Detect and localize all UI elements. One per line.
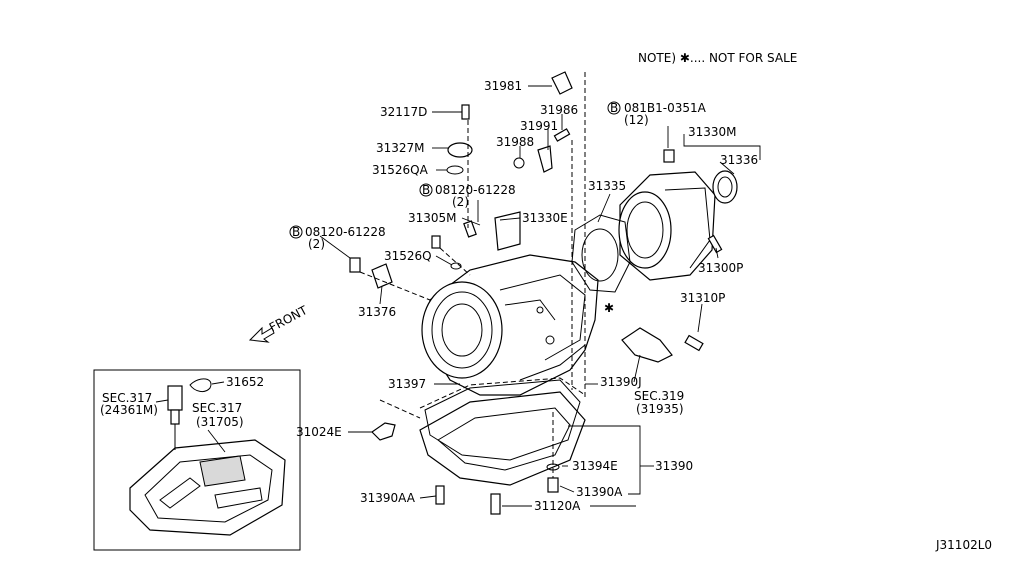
label-31991: 31991 (520, 119, 558, 133)
note-text: NOTE) ✱.... NOT FOR SALE (638, 51, 797, 65)
label-31305m: 31305M (408, 211, 457, 225)
label-31376: 31376 (358, 305, 396, 319)
label-31981: 31981 (484, 79, 522, 93)
label-31335: 31335 (588, 179, 626, 193)
converter-housing (618, 170, 738, 281)
guide-4 (359, 271, 431, 301)
bolt-b-mark: B (610, 101, 618, 115)
control-valve-body (129, 439, 286, 536)
not-for-sale-mark: ✱ (604, 301, 614, 315)
guide-5 (439, 247, 471, 276)
label-sec317a-ref: (24361M) (100, 403, 158, 417)
label-31988: 31988 (496, 135, 534, 149)
solenoid-sensor (167, 385, 183, 450)
label-31120a: 31120A (534, 499, 581, 513)
label-bolt-b2: 08120-61228 (305, 225, 386, 239)
label-sec317b: SEC.317 (192, 401, 242, 415)
cooler-bracket (621, 327, 704, 363)
transmission-case (421, 254, 599, 396)
label-31330e: 31330E (522, 211, 568, 225)
bolt-b-icon (289, 225, 303, 239)
oil-pan (419, 377, 586, 486)
label-31300p: 31300P (698, 261, 743, 275)
label-sec317a: SEC.317 (102, 391, 152, 405)
pan-gasket (424, 379, 581, 461)
bolt-31300p (707, 234, 723, 254)
label-sec319-ref: (31935) (636, 402, 684, 416)
bolt-b-mark: B (292, 225, 300, 239)
diagram-id: J31102L0 (935, 538, 992, 552)
label-31327m: 31327M (376, 141, 425, 155)
bolt-b-icon (607, 101, 621, 115)
label-31330m: 31330M (688, 125, 737, 139)
label-31986: 31986 (540, 103, 578, 117)
leader-lines (155, 85, 761, 507)
label-31390aa: 31390AA (360, 491, 416, 505)
label-31652: 31652 (226, 375, 264, 389)
bolt-b-icon (419, 183, 433, 197)
guide-6 (379, 399, 421, 419)
harness-clip (189, 378, 212, 393)
label-sec319: SEC.319 (634, 389, 684, 403)
bolt-b-mark: B (422, 183, 430, 197)
gasket (571, 214, 631, 293)
label-bolt-b3-qty: (12) (624, 113, 649, 127)
front-arrow-icon (248, 326, 275, 343)
label-31394e: 31394E (572, 459, 618, 473)
label-bolt-b3: 081B1-0351A (624, 101, 707, 115)
label-31526q: 31526Q (384, 249, 432, 263)
label-bolt-b1: 08120-61228 (435, 183, 516, 197)
label-bolt-b2-qty: (2) (308, 237, 325, 251)
label-31390j: 31390J (600, 375, 642, 389)
label-31526qa: 31526QA (372, 163, 429, 177)
label-31390: 31390 (655, 459, 693, 473)
label-32117d: 32117D (380, 105, 427, 119)
label-31024e: 31024E (296, 425, 342, 439)
oil-strainer (371, 422, 396, 441)
label-31310p: 31310P (680, 291, 725, 305)
label-31397: 31397 (388, 377, 426, 391)
label-sec317b-ref: (31705) (196, 415, 244, 429)
front-label: FRONT (267, 303, 310, 335)
label-bolt-b1-qty: (2) (452, 195, 469, 209)
label-31336: 31336 (720, 153, 758, 167)
inset-box (93, 369, 301, 551)
label-31390a: 31390A (576, 485, 623, 499)
upper-fittings (349, 71, 675, 289)
